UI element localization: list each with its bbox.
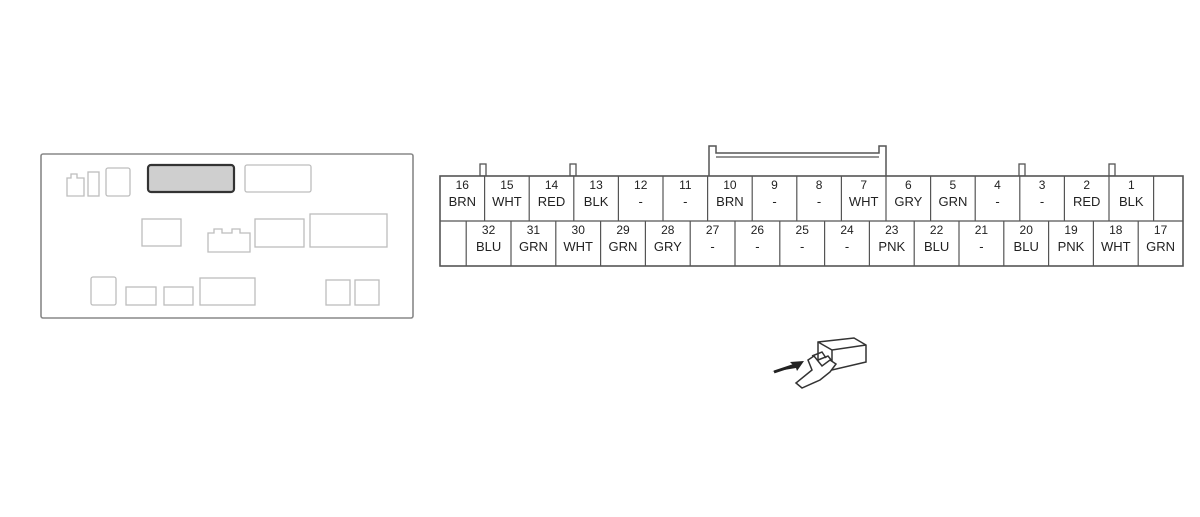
highlighted-connector <box>146 163 236 194</box>
wire-color: RED <box>1073 194 1100 209</box>
pin-number: 31 <box>527 223 541 237</box>
pin-number: 9 <box>771 178 778 192</box>
pin-number: 30 <box>572 223 586 237</box>
pin-number: 32 <box>482 223 496 237</box>
pin-number: 12 <box>634 178 648 192</box>
panel-outline <box>40 153 414 319</box>
connector-lock-tab <box>708 145 887 176</box>
connector-outline <box>354 279 380 306</box>
guide-post <box>569 163 577 177</box>
guide-post <box>1018 163 1026 177</box>
pin-number: 25 <box>796 223 810 237</box>
wire-color: - <box>710 239 714 254</box>
pin-number: 22 <box>930 223 944 237</box>
connector-outline <box>163 286 194 306</box>
wire-color: - <box>1040 194 1044 209</box>
wire-color: GRN <box>1146 239 1175 254</box>
pin-number: 23 <box>885 223 899 237</box>
pin-number: 27 <box>706 223 720 237</box>
pin-number: 16 <box>456 178 470 192</box>
pin-number: 11 <box>679 178 692 192</box>
pin-number: 7 <box>860 178 867 192</box>
pin-number: 24 <box>840 223 854 237</box>
wire-color: BRN <box>449 194 476 209</box>
pin-number: 13 <box>589 178 603 192</box>
pin-number: 8 <box>816 178 823 192</box>
wire-color: WHT <box>492 194 522 209</box>
wire-color: - <box>683 194 687 209</box>
wire-color: GRY <box>894 194 922 209</box>
wire-color: BLU <box>476 239 501 254</box>
pin-number: 21 <box>975 223 989 237</box>
pin-number: 5 <box>950 178 957 192</box>
connector-outline <box>199 277 256 306</box>
connector-outline <box>254 218 305 248</box>
pin-number: 26 <box>751 223 765 237</box>
guide-post <box>479 163 487 177</box>
wire-color: - <box>979 239 983 254</box>
wire-color: BLK <box>1119 194 1144 209</box>
wire-color: - <box>755 239 759 254</box>
wire-color: GRN <box>519 239 548 254</box>
wire-color: WHT <box>1101 239 1131 254</box>
wire-color: - <box>772 194 776 209</box>
terminal-side-view-icon <box>772 337 867 389</box>
pin-number: 14 <box>545 178 559 192</box>
wire-color: RED <box>538 194 565 209</box>
wire-color: GRY <box>654 239 682 254</box>
wire-color: - <box>800 239 804 254</box>
pin-number: 3 <box>1039 178 1046 192</box>
pin-grid: 16BRN15WHT14RED13BLK12-11-10BRN9-8-7WHT6… <box>440 176 1183 266</box>
connector-outline <box>309 213 388 248</box>
connector-outline <box>125 286 157 306</box>
pin-number: 6 <box>905 178 912 192</box>
pin-number: 17 <box>1154 223 1168 237</box>
pin-number: 15 <box>500 178 514 192</box>
connector-outline <box>244 164 312 193</box>
wire-color: - <box>639 194 643 209</box>
connector-outline <box>90 276 117 306</box>
wire-color: PNK <box>1058 239 1085 254</box>
guide-post <box>1108 163 1116 177</box>
wire-color: WHT <box>849 194 879 209</box>
wire-color: BLU <box>924 239 949 254</box>
connector-outline <box>207 228 251 253</box>
small-connector-outline <box>87 171 100 197</box>
pin-number: 28 <box>661 223 675 237</box>
wire-color: BRN <box>716 194 743 209</box>
connector-outline <box>325 279 351 306</box>
pin-number: 18 <box>1109 223 1123 237</box>
wire-color: - <box>845 239 849 254</box>
wire-color: GRN <box>609 239 638 254</box>
wire-color: - <box>995 194 999 209</box>
pin-number: 1 <box>1128 178 1135 192</box>
small-connector-outline <box>66 173 85 197</box>
wire-color: GRN <box>938 194 967 209</box>
wire-color: PNK <box>878 239 905 254</box>
pin-number: 29 <box>616 223 630 237</box>
pin-number: 19 <box>1064 223 1078 237</box>
wire-color: BLU <box>1014 239 1039 254</box>
pin-number: 10 <box>723 178 737 192</box>
connector-outline <box>141 218 182 247</box>
wire-color: WHT <box>563 239 593 254</box>
component-location-panel <box>40 153 414 319</box>
wire-color: BLK <box>584 194 609 209</box>
connector-pinout: 16BRN15WHT14RED13BLK12-11-10BRN9-8-7WHT6… <box>439 145 1184 267</box>
wire-color: - <box>817 194 821 209</box>
pin-number: 4 <box>994 178 1001 192</box>
small-connector-outline <box>105 167 131 197</box>
pin-number: 20 <box>1020 223 1034 237</box>
pin-number: 2 <box>1083 178 1090 192</box>
